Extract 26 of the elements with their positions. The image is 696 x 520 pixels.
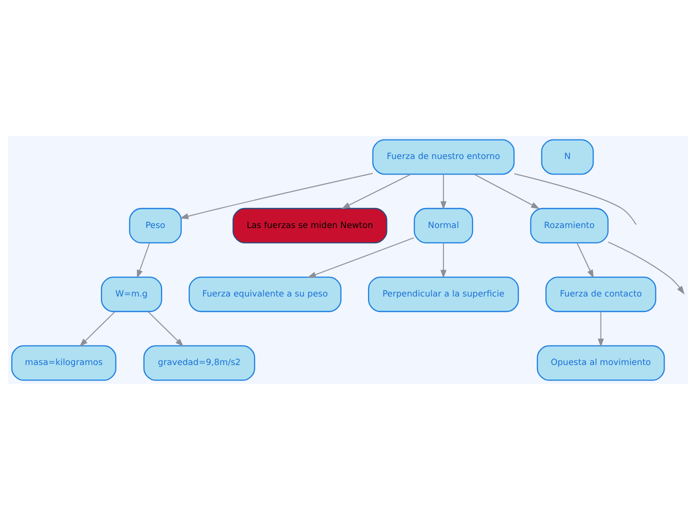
node-box: Perpendicular a la superficie: [368, 276, 519, 312]
node-box: Fuerza equivalente a su peso: [188, 276, 342, 312]
arrow: [79, 311, 116, 347]
node-box: gravedad=9,8m/s2: [143, 345, 256, 381]
arrow: [440, 174, 446, 210]
arrow: [576, 242, 594, 278]
node-box: Rozamiento: [530, 208, 609, 244]
arrow: [341, 174, 412, 209]
arrow: [598, 311, 604, 348]
node-box: Fuerza de contacto: [545, 276, 656, 312]
arrow: [136, 242, 150, 278]
arrow: [180, 172, 374, 220]
node-box: N: [541, 139, 594, 175]
node-box: W=m.g: [100, 276, 162, 312]
node-box: Peso: [129, 208, 182, 244]
connector: [514, 173, 637, 226]
arrow: [608, 242, 685, 294]
arrow: [307, 237, 414, 278]
arrow: [440, 242, 446, 279]
node-box: Las fuerzas se miden Newton: [232, 208, 388, 244]
node-box: Fuerza de nuestro entorno: [372, 139, 515, 175]
node-box: Normal: [414, 208, 474, 244]
node-box: Opuesta al movimiento: [536, 345, 665, 381]
node-box: masa=kilogramos: [11, 345, 116, 381]
arrow: [474, 174, 540, 209]
arrow: [148, 311, 184, 347]
